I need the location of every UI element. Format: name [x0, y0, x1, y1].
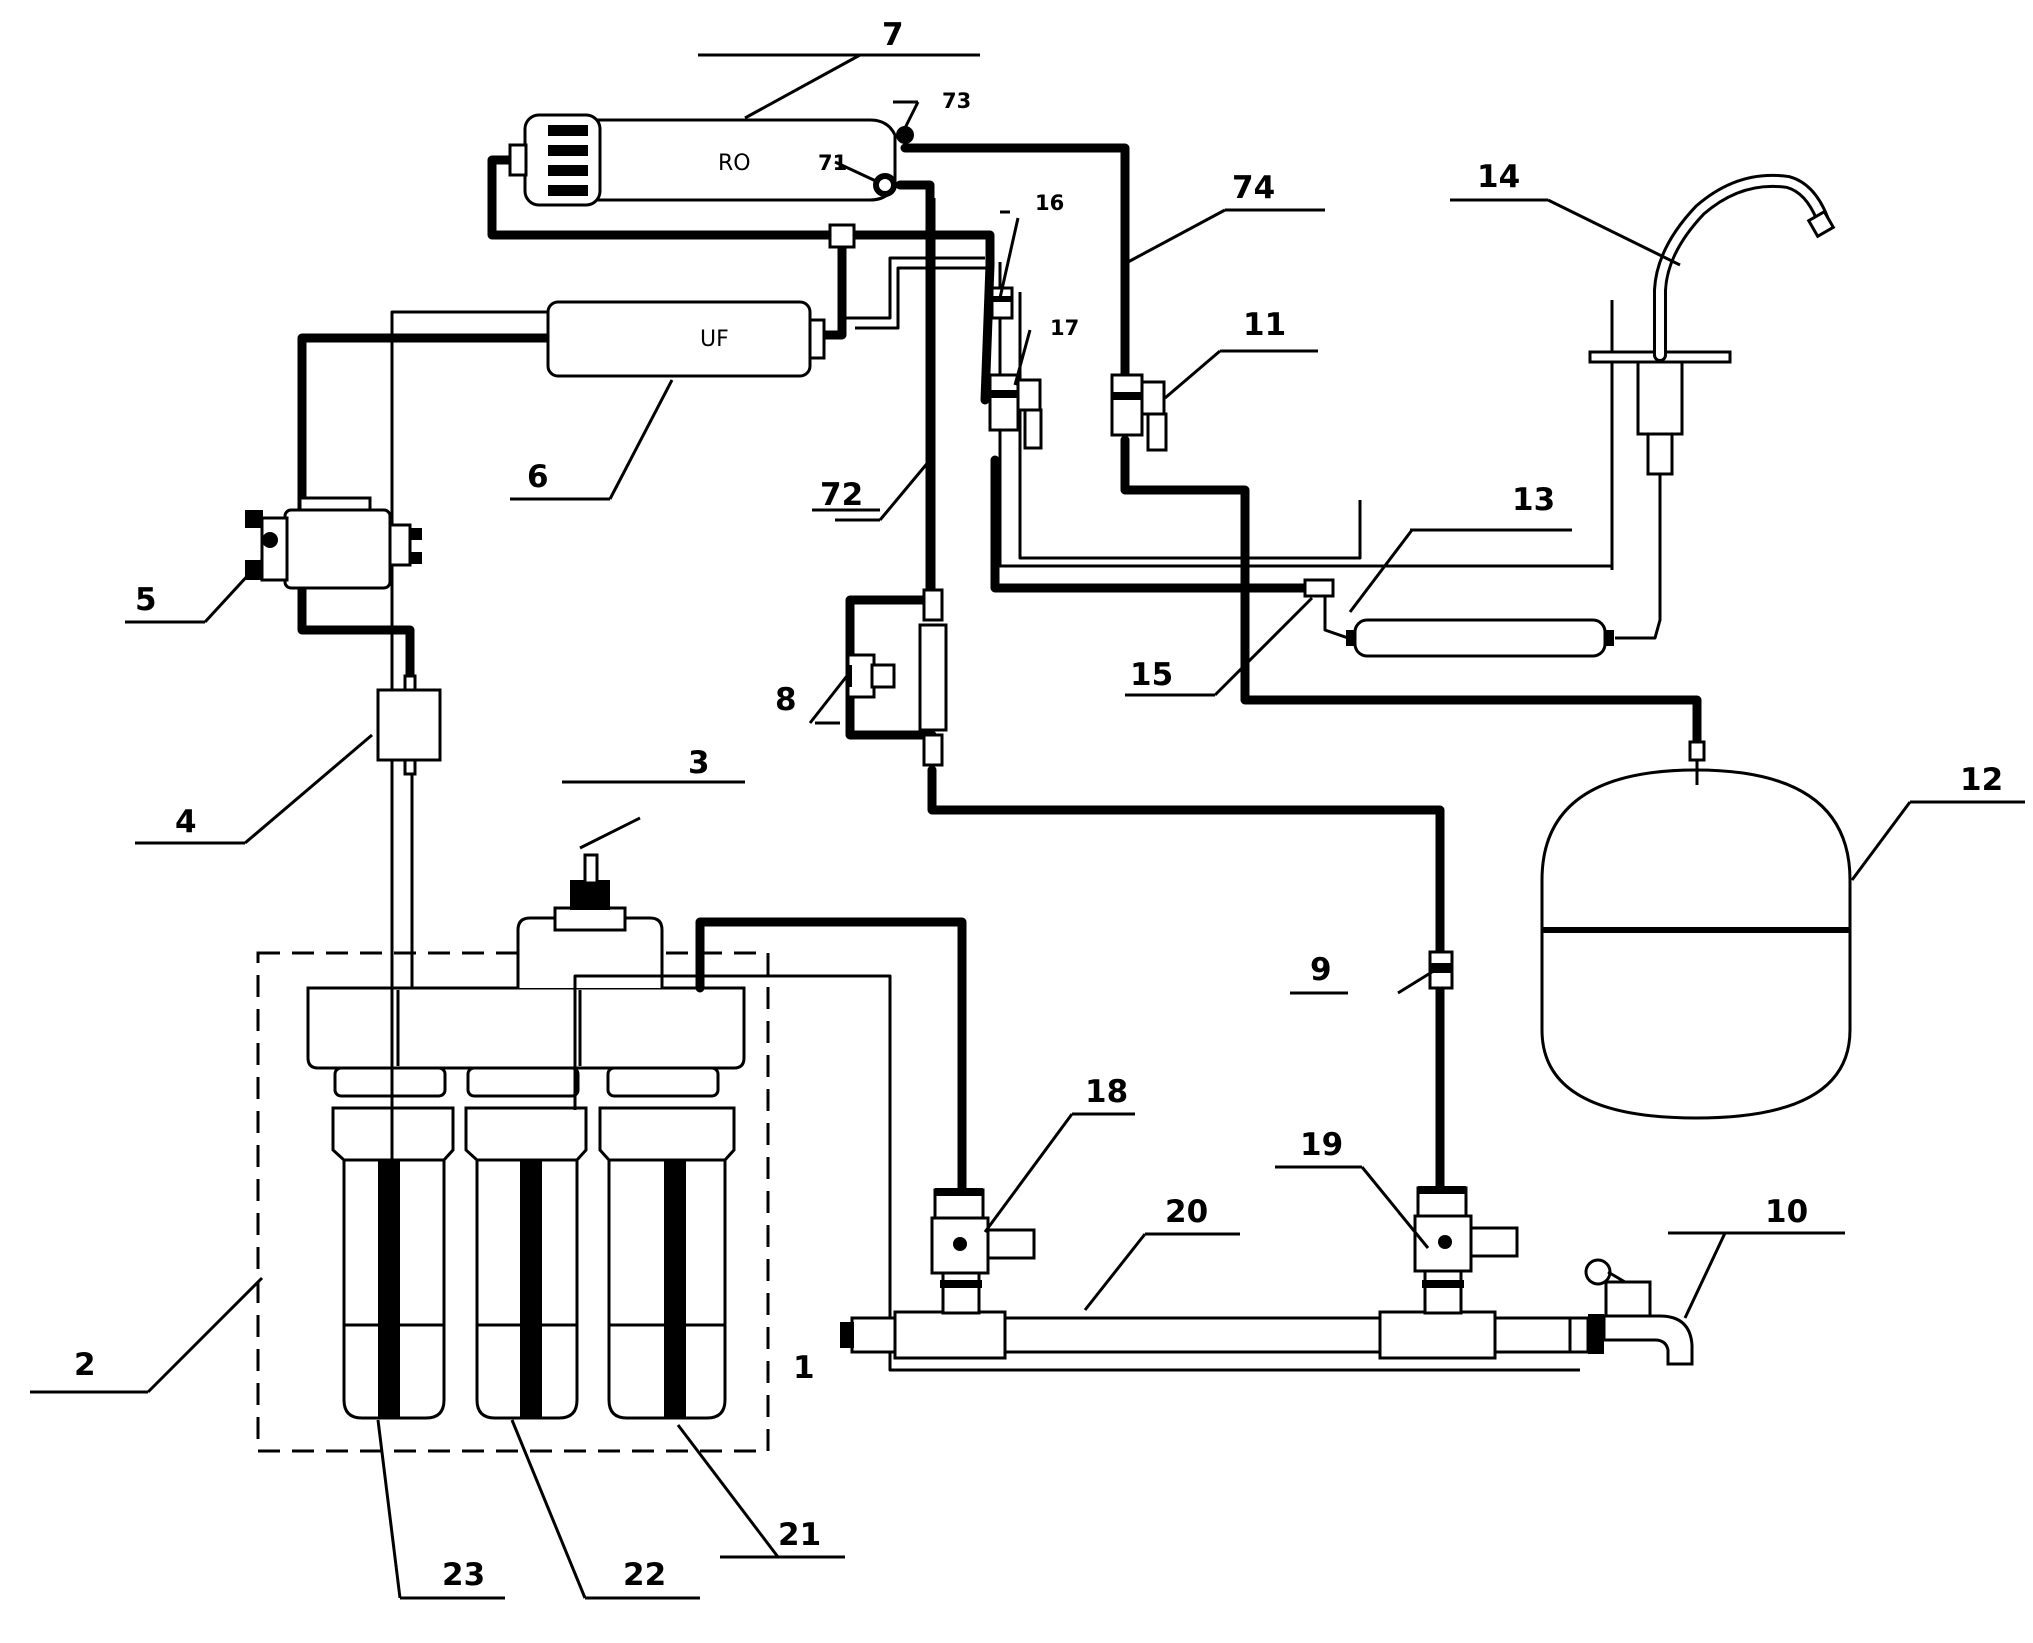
label-18: 18 [1085, 1074, 1128, 1110]
tee-fitting [828, 223, 856, 249]
valve-17 [988, 373, 1043, 450]
label-73: 73 [942, 89, 971, 113]
ro-caption: RO [718, 151, 751, 176]
fitting-15 [1303, 578, 1335, 598]
valve-18 [930, 1188, 1036, 1315]
filter-head-block [306, 986, 746, 1098]
label-3: 3 [688, 745, 710, 781]
label-5: 5 [135, 582, 157, 618]
valve-19 [1413, 1186, 1519, 1315]
label-4: 4 [175, 804, 197, 840]
uf-caption: UF [700, 327, 729, 352]
label-9: 9 [1310, 952, 1332, 988]
label-13: 13 [1512, 482, 1555, 518]
component-4 [376, 674, 442, 776]
part-labels: 1 2 3 4 5 6 7 8 9 10 11 12 13 14 15 16 1… [74, 17, 2003, 1593]
label-72: 72 [820, 477, 863, 513]
check-valve-9 [1428, 950, 1454, 990]
post-filter-13 [1346, 618, 1614, 658]
label-7: 7 [882, 17, 904, 53]
label-15: 15 [1130, 657, 1173, 693]
filter-cartridge-21 [598, 1106, 736, 1420]
ro-port-71 [873, 173, 897, 197]
label-8: 8 [775, 682, 797, 718]
faucet-14 [1588, 173, 1836, 570]
valve-11 [1110, 373, 1168, 452]
main-water-pipe-20 [840, 1310, 1590, 1360]
label-22: 22 [623, 1557, 666, 1593]
ro-membrane-7: RO [508, 113, 914, 207]
uf-membrane-6: UF [546, 300, 826, 378]
label-2: 2 [74, 1347, 96, 1383]
inlet-valve-3 [516, 853, 664, 988]
filter-cartridge-22 [464, 1106, 588, 1420]
leader-lines [30, 53, 2025, 1600]
label-17: 17 [1050, 316, 1079, 340]
label-12: 12 [1960, 762, 2003, 798]
label-71: 71 [818, 151, 847, 175]
label-14: 14 [1477, 159, 1520, 195]
label-21: 21 [778, 1517, 821, 1553]
label-74: 74 [1232, 170, 1275, 206]
pump-5 [245, 496, 422, 590]
tap-10 [1584, 1258, 1694, 1366]
label-6: 6 [527, 459, 549, 495]
label-11: 11 [1243, 307, 1286, 343]
prefilter-group-boundary [256, 951, 770, 1453]
label-20: 20 [1165, 1194, 1208, 1230]
flow-restrictor-8 [846, 588, 948, 767]
label-10: 10 [1765, 1194, 1808, 1230]
label-1: 1 [793, 1350, 815, 1386]
ro-port-73 [896, 126, 914, 144]
storage-tank-12 [1540, 740, 1852, 1120]
label-16: 16 [1035, 191, 1064, 215]
label-19: 19 [1300, 1127, 1343, 1163]
label-23: 23 [442, 1557, 485, 1593]
